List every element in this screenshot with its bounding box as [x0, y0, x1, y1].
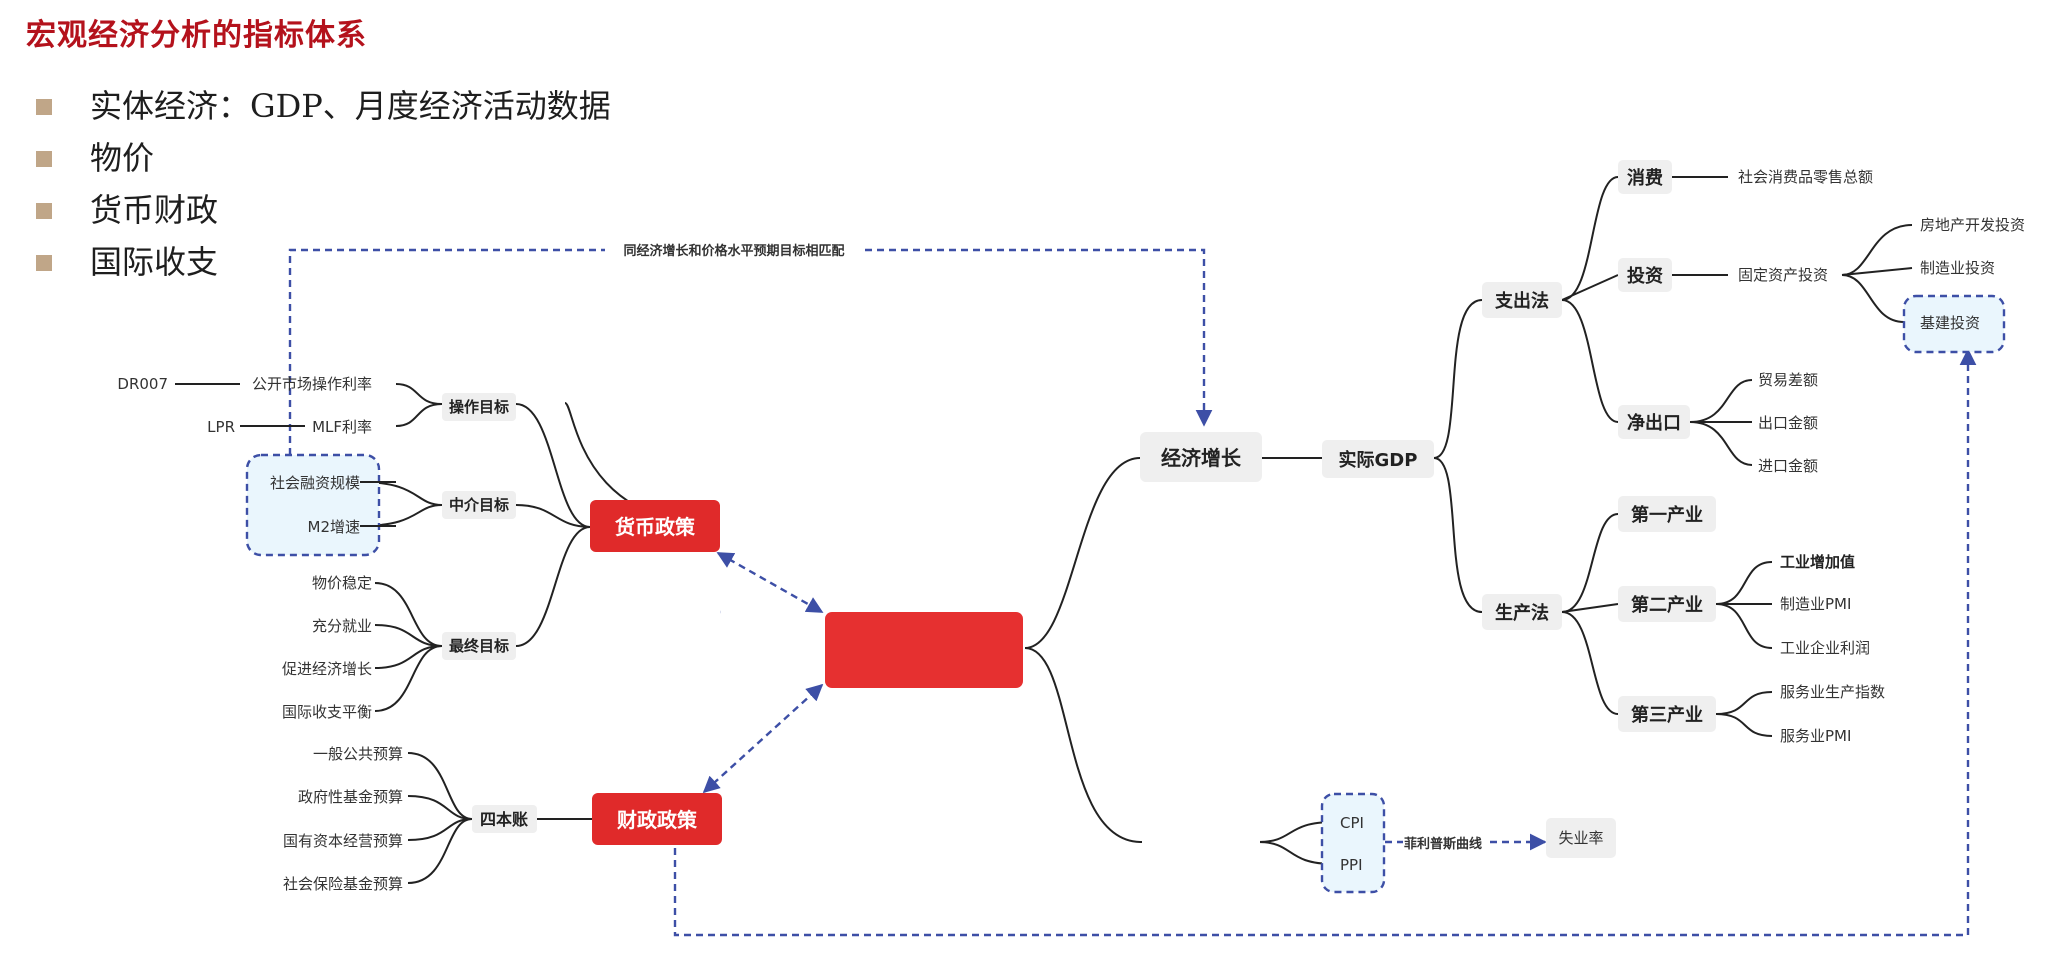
bullet-text: 实体经济：GDP、月度经济活动数据 — [90, 87, 611, 125]
monetary-policy-label: 货币政策 — [615, 515, 696, 539]
center-node[interactable] — [825, 612, 1023, 688]
infrastructure-dashed-box — [1902, 294, 2006, 354]
leaf-import-value: 进口金额 — [1758, 457, 1818, 475]
real-gdp-label: 实际GDP — [1339, 449, 1418, 471]
unemployment-label: 失业率 — [1558, 829, 1603, 847]
leaf-fund-budget: 政府性基金预算 — [298, 788, 403, 806]
leaf-social-financing: 社会融资规模 — [270, 474, 360, 492]
tertiary-industry-label: 第三产业 — [1631, 704, 1703, 726]
leaf-services-production-index: 服务业生产指数 — [1780, 683, 1885, 701]
monetary-policy-node[interactable] — [590, 500, 720, 552]
leaf-ppi: PPI — [1340, 856, 1363, 874]
leaf-retail-sales: 社会消费品零售总额 — [1738, 168, 1873, 186]
intermediate-target-label: 中介目标 — [449, 496, 509, 514]
bullet-square-icon — [36, 99, 52, 115]
final-target-label: 最终目标 — [449, 637, 509, 655]
primary-industry-label: 第一产业 — [1631, 504, 1703, 526]
dashed-links — [288, 248, 1977, 937]
investment-label: 投资 — [1627, 265, 1663, 287]
production-method-label: 生产法 — [1495, 602, 1549, 624]
bullet-item: 实体经济：GDP、月度经济活动数据 — [36, 80, 611, 132]
growth-node[interactable] — [1140, 432, 1262, 482]
consumption-label: 消费 — [1627, 167, 1663, 189]
bullet-item: 货币财政 — [36, 184, 611, 236]
operating-target-node[interactable] — [442, 393, 516, 421]
production-method-node[interactable] — [1482, 594, 1562, 630]
leaf-omo-rate: 公开市场操作利率 — [252, 375, 372, 393]
link-label-target-matching: 同经济增长和价格水平预期目标相匹配 — [623, 243, 844, 259]
leaf-trade-balance: 贸易差额 — [1758, 371, 1818, 389]
leaf-lpr: LPR — [207, 418, 235, 436]
intermediate-dashed-box — [245, 453, 381, 557]
leaf-infrastructure-investment: 基建投资 — [1920, 314, 1980, 332]
bullet-list: 实体经济：GDP、月度经济活动数据 物价 货币财政 国际收支 — [36, 80, 611, 288]
secondary-industry-label: 第二产业 — [1631, 594, 1703, 616]
bullet-item: 国际收支 — [36, 236, 611, 288]
net-export-node[interactable] — [1618, 405, 1690, 439]
four-accounts-node[interactable] — [472, 805, 537, 833]
fiscal-policy-node[interactable] — [592, 793, 722, 845]
primary-industry-node[interactable] — [1618, 496, 1716, 532]
expenditure-method-node[interactable] — [1482, 282, 1562, 318]
net-export-label: 净出口 — [1627, 412, 1681, 434]
leaf-export-value: 出口金额 — [1758, 414, 1818, 432]
leaf-industrial-profits: 工业企业利润 — [1780, 639, 1870, 657]
real-gdp-node[interactable] — [1322, 440, 1434, 478]
bullet-item: 物价 — [36, 132, 611, 184]
fiscal-policy-label: 财政政策 — [617, 808, 698, 832]
leaf-mlf-rate: MLF利率 — [312, 418, 372, 436]
leaf-services-pmi: 服务业PMI — [1780, 727, 1851, 745]
bullet-text: 物价 — [90, 139, 155, 177]
leaf-social-insurance-budget: 社会保险基金预算 — [283, 875, 403, 893]
leaf-price-stability: 物价稳定 — [312, 574, 372, 592]
prices-dashed-box — [1320, 792, 1386, 894]
leaf-general-budget: 一般公共预算 — [313, 745, 403, 763]
bullet-square-icon — [36, 151, 52, 167]
bullet-square-icon — [36, 255, 52, 271]
bullet-text: 货币财政 — [90, 191, 219, 229]
final-target-node[interactable] — [442, 632, 516, 660]
consumption-node[interactable] — [1618, 160, 1672, 194]
leaf-full-employment: 充分就业 — [312, 617, 372, 635]
phillips-curve-label: 菲利普斯曲线 — [1404, 836, 1482, 852]
leaf-cpi: CPI — [1340, 814, 1364, 832]
tertiary-industry-node[interactable] — [1618, 696, 1716, 732]
leaf-m2-growth: M2增速 — [308, 518, 361, 536]
leaf-fixed-asset-investment: 固定资产投资 — [1738, 266, 1828, 284]
leaf-dr007: DR007 — [117, 375, 168, 393]
leaf-manufacturing-investment: 制造业投资 — [1920, 259, 1995, 277]
leaf-manufacturing-pmi: 制造业PMI — [1780, 595, 1851, 613]
leaf-growth: 促进经济增长 — [282, 660, 372, 678]
growth-label: 经济增长 — [1161, 446, 1242, 470]
bullet-text: 国际收支 — [90, 243, 219, 281]
leaf-industrial-value-added: 工业增加值 — [1780, 553, 1855, 571]
secondary-industry-node[interactable] — [1618, 586, 1716, 622]
obscured-node — [1142, 818, 1260, 866]
operating-target-label: 操作目标 — [449, 398, 509, 416]
unemployment-node[interactable] — [1546, 818, 1616, 858]
leaf-soe-budget: 国有资本经营预算 — [283, 832, 403, 850]
intermediate-target-node[interactable] — [442, 491, 516, 519]
page-title: 宏观经济分析的指标体系 — [26, 18, 367, 53]
investment-node[interactable] — [1618, 258, 1672, 292]
leaf-bop-balance: 国际收支平衡 — [282, 703, 372, 721]
four-accounts-label: 四本账 — [480, 810, 528, 829]
bullet-square-icon — [36, 203, 52, 219]
expenditure-method-label: 支出法 — [1494, 290, 1549, 312]
leaf-real-estate-investment: 房地产开发投资 — [1920, 216, 2025, 234]
